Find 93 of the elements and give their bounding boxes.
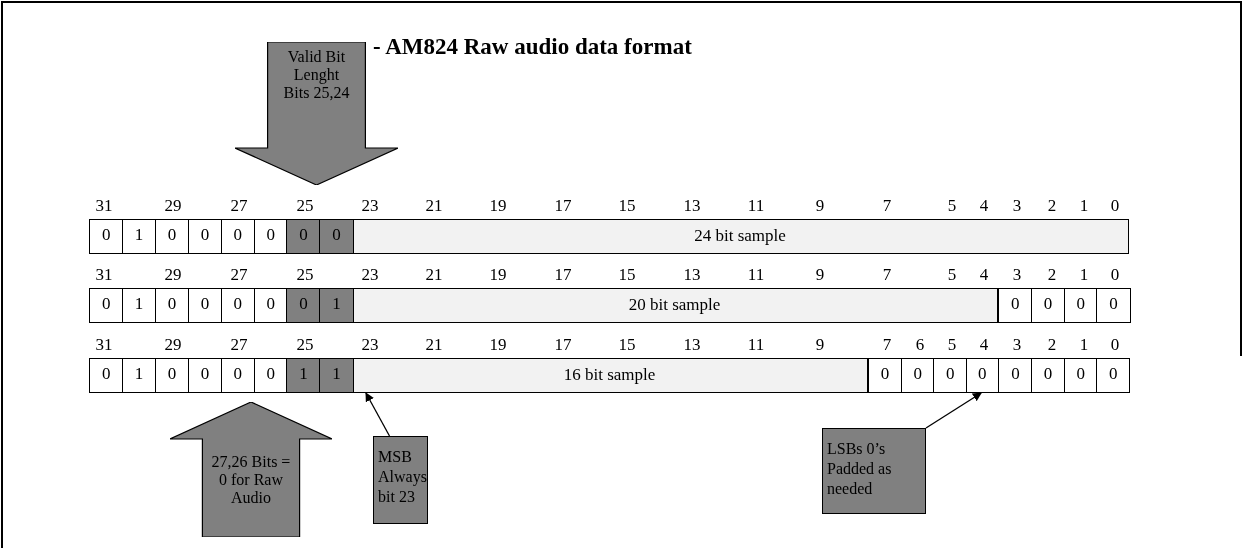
bit-number: 25 xyxy=(295,336,315,354)
bit-number: 15 xyxy=(617,266,637,284)
bit-cell: 0 xyxy=(253,358,288,393)
bit-number: 27 xyxy=(229,336,249,354)
bit-cell: 0 xyxy=(1096,358,1131,393)
bit-number: 17 xyxy=(553,336,573,354)
bit-number: 21 xyxy=(424,197,444,215)
bit-cell: 1 xyxy=(319,358,354,393)
callout-box: LSBs 0’s Padded as needed xyxy=(822,428,926,514)
bit-number: 21 xyxy=(424,266,444,284)
bit-number: 1 xyxy=(1078,266,1090,284)
bit-cell: 0 xyxy=(220,358,255,393)
bit-number: 4 xyxy=(978,197,990,215)
bit-number: 7 xyxy=(881,197,893,215)
bit-number: 11 xyxy=(746,266,766,284)
bit-number: 27 xyxy=(229,197,249,215)
bit-number: 5 xyxy=(946,336,958,354)
bit-cell: 0 xyxy=(220,288,255,323)
bit-number: 9 xyxy=(814,197,826,215)
bit-number: 9 xyxy=(814,266,826,284)
bit-number: 13 xyxy=(682,336,702,354)
leader-arrow xyxy=(365,392,391,437)
bit-cell: 1 xyxy=(286,358,321,393)
bit-cell: 0 xyxy=(933,358,968,393)
bit-number: 9 xyxy=(814,336,826,354)
bit-number: 2 xyxy=(1046,336,1058,354)
bit-cell: 0 xyxy=(998,358,1033,393)
bit-number: 17 xyxy=(553,266,573,284)
bit-number: 4 xyxy=(978,336,990,354)
bit-number: 15 xyxy=(617,336,637,354)
bit-number: 11 xyxy=(746,197,766,215)
bit-cell: 0 xyxy=(1063,358,1098,393)
callout-box: MSB Always bit 23 xyxy=(373,436,428,524)
bit-cell: 0 xyxy=(253,219,288,254)
bit-cell: 0 xyxy=(965,358,1000,393)
bit-cell: 1 xyxy=(319,288,354,323)
bit-number: 25 xyxy=(295,197,315,215)
bit-number: 0 xyxy=(1109,197,1121,215)
bit-number: 25 xyxy=(295,266,315,284)
bit-number: 11 xyxy=(746,336,766,354)
bit-number: 13 xyxy=(682,266,702,284)
bit-cell: 0 xyxy=(286,219,321,254)
bit-cell: 0 xyxy=(89,219,124,254)
sample-field: 24 bit sample xyxy=(352,219,1129,254)
bit-number: 31 xyxy=(94,336,114,354)
bit-number: 5 xyxy=(946,266,958,284)
bit-cell: 0 xyxy=(89,288,124,323)
bit-number: 19 xyxy=(488,266,508,284)
bit-number: 23 xyxy=(360,197,380,215)
bit-cell: 0 xyxy=(1096,288,1131,323)
bit-number: 13 xyxy=(682,197,702,215)
bit-number: 7 xyxy=(881,336,893,354)
bit-number: 29 xyxy=(163,336,183,354)
bit-number: 0 xyxy=(1109,336,1121,354)
bit-cell: 0 xyxy=(1031,358,1066,393)
bit-number: 6 xyxy=(914,336,926,354)
bit-number: 27 xyxy=(229,266,249,284)
bit-number: 1 xyxy=(1078,197,1090,215)
bit-number: 0 xyxy=(1109,266,1121,284)
bit-number: 2 xyxy=(1046,266,1058,284)
bit-number: 4 xyxy=(978,266,990,284)
bit-cell: 0 xyxy=(89,358,124,393)
bit-number: 31 xyxy=(94,197,114,215)
bit-cell: 0 xyxy=(868,358,903,393)
sample-field: 20 bit sample xyxy=(352,288,998,323)
bit-number: 21 xyxy=(424,336,444,354)
bit-number: 29 xyxy=(163,197,183,215)
bit-number: 3 xyxy=(1011,197,1023,215)
bit-cell: 0 xyxy=(900,358,935,393)
bit-number: 23 xyxy=(360,336,380,354)
bit-number: 1 xyxy=(1078,336,1090,354)
bit-number: 19 xyxy=(488,197,508,215)
bit-number: 19 xyxy=(488,336,508,354)
leader-arrow xyxy=(925,392,982,429)
bit-cell: 0 xyxy=(998,288,1033,323)
bit-number: 15 xyxy=(617,197,637,215)
up-arrow-callout: 27,26 Bits = 0 for Raw Audio xyxy=(170,402,332,537)
bit-number: 17 xyxy=(553,197,573,215)
bit-number: 29 xyxy=(163,266,183,284)
bit-number: 3 xyxy=(1011,336,1023,354)
bit-cell: 0 xyxy=(319,219,354,254)
bit-cell: 0 xyxy=(1063,288,1098,323)
bit-number: 23 xyxy=(360,266,380,284)
bit-cell: 0 xyxy=(220,219,255,254)
bit-cell: 0 xyxy=(253,288,288,323)
bit-number: 2 xyxy=(1046,197,1058,215)
diagram-title: - AM824 Raw audio data format xyxy=(373,34,692,60)
bit-number: 7 xyxy=(881,266,893,284)
sample-field: 16 bit sample xyxy=(352,358,868,393)
bit-number: 3 xyxy=(1011,266,1023,284)
bit-cell: 0 xyxy=(286,288,321,323)
bit-number: 31 xyxy=(94,266,114,284)
bit-number: 5 xyxy=(946,197,958,215)
